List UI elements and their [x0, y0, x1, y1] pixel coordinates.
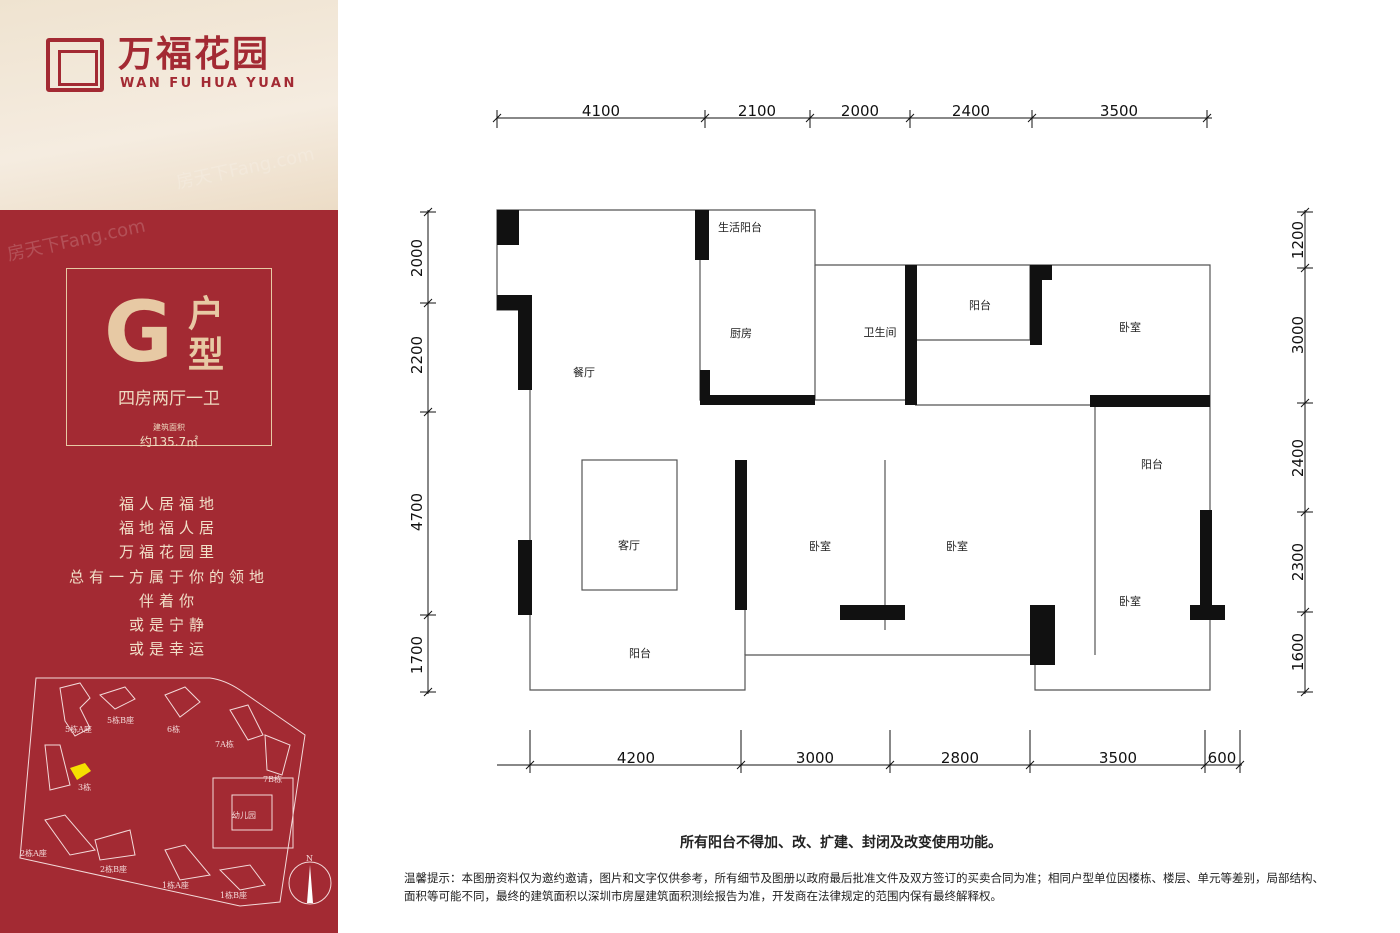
dimension-tick [1300, 207, 1310, 217]
dimension-tick [423, 298, 433, 308]
room-label: 卧室 [809, 539, 831, 553]
brochure-sidebar: 万福花园 WAN FU HUA YUAN G 户型 四房两厅一卫 建筑面积 约1… [0, 0, 338, 933]
room-label: 卧室 [1119, 594, 1141, 608]
dimension-label: 4200 [617, 749, 655, 767]
dimension-tick [1300, 607, 1310, 617]
building-label: 1栋A座 [162, 880, 189, 890]
dimension-tick [736, 760, 746, 770]
dimension-tick [905, 113, 915, 123]
dimension-tick [1025, 760, 1035, 770]
disclaimer: 温馨提示：本图册资料仅为邀约邀请，图片和文字仅供参考，所有细节及图册以政府最后批… [404, 871, 1324, 903]
poem-line: 福地福人居 [118, 519, 219, 538]
dimension-tick [423, 207, 433, 217]
balcony-note: 所有阳台不得加、改、扩建、封闭及改变使用功能。 [680, 835, 1002, 851]
dimension-label: 2800 [941, 749, 979, 767]
building-label: 2栋B座 [100, 864, 127, 874]
dimension-label: 4700 [408, 493, 426, 531]
brand-name-cn: 万福花园 [118, 33, 271, 75]
room-label: 阳台 [1141, 457, 1163, 471]
dimension-label: 1700 [408, 636, 426, 674]
building-label: 5栋A座 [65, 724, 92, 734]
north-label: N [306, 854, 313, 863]
dimension-tick [423, 610, 433, 620]
dimension-label: 3500 [1099, 749, 1137, 767]
brand-name-en: WAN FU HUA YUAN [120, 76, 297, 91]
poem-line: 或是幸运 [128, 640, 209, 659]
dimension-tick [1300, 687, 1310, 697]
north-arrow-icon [307, 865, 313, 903]
poem-line: 伴着你 [138, 591, 199, 610]
dimension-tick [423, 407, 433, 417]
dimension-label: 1200 [1289, 221, 1307, 259]
dimension-tick [1027, 113, 1037, 123]
building-label: 7B栋 [263, 774, 282, 784]
room-label: 阳台 [969, 298, 991, 312]
dimension-label: 2300 [1289, 543, 1307, 581]
building-label: 2栋A座 [20, 848, 47, 858]
dimension-label: 1600 [1289, 633, 1307, 671]
fu-logo-icon [46, 38, 104, 92]
poem-line: 总有一方属于你的领地 [68, 567, 269, 586]
poem-line: 福人居福地 [118, 495, 219, 513]
dimension-tick [1202, 113, 1212, 123]
building-label: 6栋 [167, 724, 180, 734]
dimension-tick [1300, 263, 1310, 273]
dimension-tick [1300, 507, 1310, 517]
dimension-label: 2100 [738, 102, 776, 120]
building-label: 1栋B座 [220, 890, 247, 900]
poem-line: 万福花园里 [118, 543, 219, 562]
room-label: 卫生间 [864, 325, 897, 339]
room-label: 餐厅 [573, 365, 595, 379]
area-label: 建筑面积 [153, 423, 185, 432]
dimension-tick [1235, 760, 1245, 770]
dimension-label: 2200 [408, 336, 426, 374]
room-label: 卧室 [946, 539, 968, 553]
dimension-tick [1300, 398, 1310, 408]
unit-rooms: 四房两厅一卫 [118, 389, 220, 409]
poem: 福人居福地 福地福人居 万福花园里 总有一方属于你的领地 伴着你 或是宁静 或是… [0, 492, 338, 661]
room-label: 客厅 [618, 538, 640, 552]
dimension-tick [492, 113, 502, 123]
current-building-highlight [70, 763, 91, 780]
building-label: 7A栋 [215, 739, 234, 749]
site-plan: 5栋A座 5栋B座 6栋 7A栋 7B栋 3栋 幼儿园 2栋A座 2栋B座 1栋… [19, 677, 332, 907]
dimension-label: 4100 [582, 102, 620, 120]
room-label: 阳台 [629, 646, 651, 660]
dimension-label: 3500 [1100, 102, 1138, 120]
unit-area: 约135.7㎡ [139, 435, 199, 449]
unit-type-frame [66, 268, 272, 446]
dimension-label: 600 [1208, 749, 1237, 767]
dimension-tick [700, 113, 710, 123]
dimension-label: 3000 [1289, 316, 1307, 354]
dimension-tick [805, 113, 815, 123]
dimension-tick [525, 760, 535, 770]
room-label: 生活阳台 [718, 220, 762, 234]
room-label: 厨房 [730, 327, 752, 340]
unit-letter: G [104, 283, 173, 381]
dimension-tick [1200, 760, 1210, 770]
building-label: 3栋 [78, 782, 91, 792]
dimension-label: 2400 [952, 102, 990, 120]
dimension-label: 3000 [796, 749, 834, 767]
building-label: 幼儿园 [232, 810, 256, 820]
unit-type-label: 户型 [188, 294, 225, 377]
dimension-label: 2400 [1289, 439, 1307, 477]
poem-line: 或是宁静 [128, 616, 209, 635]
dimension-label: 2000 [408, 239, 426, 277]
walls-solid [497, 210, 1225, 665]
dimension-tick [885, 760, 895, 770]
building-label: 5栋B座 [107, 715, 134, 725]
room-label: 卧室 [1119, 320, 1141, 334]
dimension-label: 2000 [841, 102, 879, 120]
dimension-tick [423, 687, 433, 697]
